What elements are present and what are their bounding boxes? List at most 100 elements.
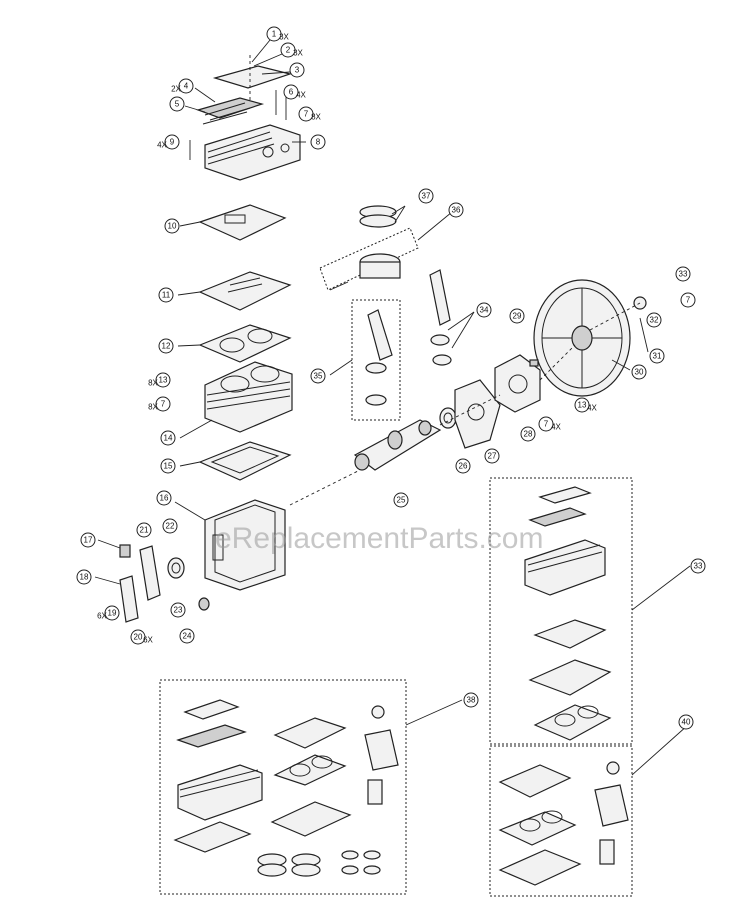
- callout-number: 11: [162, 291, 171, 300]
- piston-box-36: [319, 227, 419, 291]
- callout-29: 29: [509, 308, 525, 324]
- callout-8: 8: [310, 134, 326, 150]
- callout-33: 33: [690, 558, 706, 574]
- connecting-rod-34: [429, 269, 452, 366]
- callout-number: 21: [140, 526, 149, 535]
- callout-number: 8: [316, 138, 321, 147]
- callout-number: 13: [159, 376, 168, 385]
- callout-bubble: [448, 202, 464, 218]
- flange-28: [494, 354, 541, 413]
- cylinder-14: [204, 361, 293, 433]
- callout-number: 33: [694, 562, 703, 571]
- callout-number: 31: [653, 352, 662, 361]
- callout-34: 34: [476, 302, 492, 318]
- callout-bubble: [574, 397, 590, 413]
- callout-15: 15: [160, 458, 176, 474]
- callout-33: 33: [675, 266, 691, 282]
- callout-bubble: [680, 292, 696, 308]
- callout-bubble: [509, 308, 525, 324]
- callout-number: 25: [397, 496, 406, 505]
- callout-bubble: [678, 714, 694, 730]
- callout-bubble: [649, 348, 665, 364]
- callout-number: 26: [459, 462, 468, 471]
- reed-valve-set: [196, 97, 265, 125]
- callout-number: 5: [175, 100, 180, 109]
- crankshaft-25: [353, 419, 442, 471]
- connecting-rod: [351, 299, 401, 421]
- callout-bubble: [158, 338, 174, 354]
- callout-bubble: [418, 188, 434, 204]
- callout-bubble: [164, 134, 180, 150]
- callout-bubble: [463, 692, 479, 708]
- callout-number: 7: [544, 420, 549, 429]
- callout-10: 10: [164, 218, 180, 234]
- callout-quantity: 8X: [311, 113, 321, 122]
- callout-number: 22: [166, 522, 175, 531]
- callout-21: 21: [136, 522, 152, 538]
- key-29: [529, 359, 539, 367]
- callout-14: 14: [160, 430, 176, 446]
- callout-31: 31: [649, 348, 665, 364]
- gasket-12: [198, 324, 292, 363]
- callout-17: 17: [80, 532, 96, 548]
- callout-16: 16: [156, 490, 172, 506]
- callout-bubble: [76, 569, 92, 585]
- base-gasket-15: [198, 441, 292, 481]
- callout-35: 35: [310, 368, 326, 384]
- callout-bubble: [690, 558, 706, 574]
- cylinder-head: [204, 124, 301, 181]
- callout-number: 6: [289, 88, 294, 97]
- bearing-cover-27: [454, 379, 501, 449]
- callout-bubble: [179, 628, 195, 644]
- callout-bubble: [280, 42, 296, 58]
- callout-bubble: [484, 448, 500, 464]
- callout-number: 37: [422, 192, 431, 201]
- callout-4: 42X: [171, 78, 194, 94]
- callout-number: 36: [452, 206, 461, 215]
- callout-number: 28: [524, 430, 533, 439]
- callout-number: 12: [162, 342, 171, 351]
- callout-22: 22: [162, 518, 178, 534]
- callout-bubble: [310, 134, 326, 150]
- callout-28: 28: [520, 426, 536, 442]
- callout-12: 12: [158, 338, 174, 354]
- crankcase-16: [204, 499, 286, 591]
- callout-number: 24: [183, 632, 192, 641]
- callout-7: 78X: [148, 396, 171, 412]
- callout-bubble: [310, 368, 326, 384]
- callout-number: 32: [650, 316, 659, 325]
- callout-bubble: [283, 84, 299, 100]
- callout-number: 40: [682, 718, 691, 727]
- callout-bubble: [164, 218, 180, 234]
- callout-bubble: [160, 458, 176, 474]
- callout-quantity: 4X: [551, 423, 561, 432]
- callout-23: 23: [170, 602, 186, 618]
- callout-bubble: [160, 430, 176, 446]
- dipstick-17: [119, 544, 131, 558]
- callout-number: 4: [184, 82, 189, 91]
- callout-7: 7: [680, 292, 696, 308]
- bearing-26: [439, 407, 457, 429]
- callout-quantity: 8X: [148, 379, 158, 388]
- callout-bubble: [393, 492, 409, 508]
- callout-number: 2: [286, 46, 291, 55]
- callout-number: 19: [108, 609, 117, 618]
- callout-number: 9: [170, 138, 175, 147]
- callout-number: 13: [578, 401, 587, 410]
- callout-bubble: [178, 78, 194, 94]
- callout-bubble: [289, 62, 305, 78]
- callout-number: 7: [161, 400, 166, 409]
- callout-quantity: 8X: [148, 403, 158, 412]
- callout-number: 30: [635, 368, 644, 377]
- callout-26: 26: [455, 458, 471, 474]
- callout-bubble: [80, 532, 96, 548]
- callout-bubble: [169, 96, 185, 112]
- watermark: eReplacementParts.com: [215, 522, 543, 555]
- callout-number: 38: [467, 696, 476, 705]
